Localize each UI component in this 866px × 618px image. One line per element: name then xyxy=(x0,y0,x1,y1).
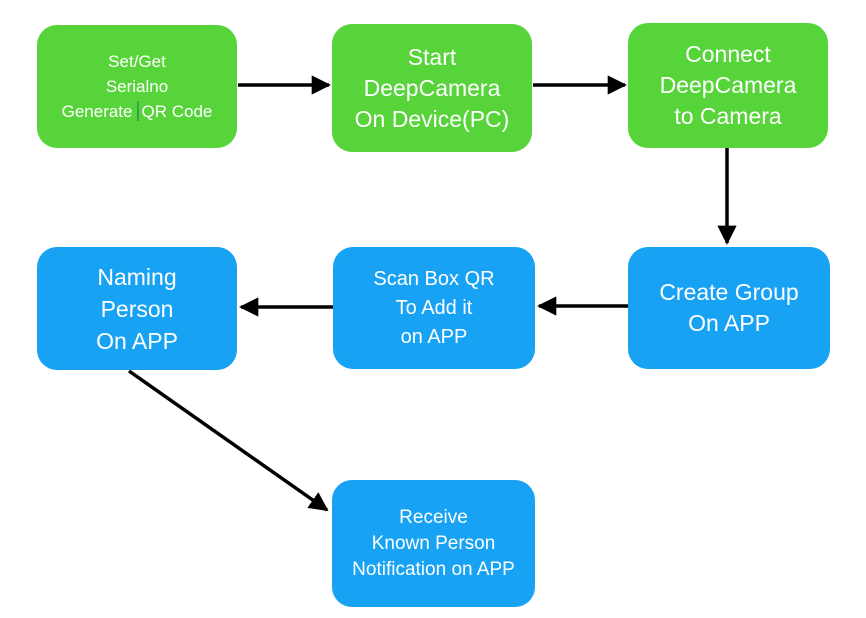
node-text-line: Generate QR Code xyxy=(61,99,213,124)
node-text-line: Person xyxy=(100,295,174,322)
node-text-line: on APP xyxy=(400,325,468,348)
node-scan-box-qr: Scan Box QR To Add it on APP xyxy=(333,247,535,369)
node-text-line: Known Person xyxy=(371,532,496,554)
node-naming-person: Naming Person On APP xyxy=(37,247,237,370)
node-text-line: On APP xyxy=(688,310,770,336)
node-set-get-serialno: Set/Get Serialno Generate QR Code xyxy=(37,25,237,148)
node-text-line: On Device(PC) xyxy=(354,105,510,132)
node-receive-notification: Receive Known Person Notification on APP xyxy=(332,480,535,607)
node-text-line: to Camera xyxy=(674,103,782,129)
node-text-line: Set/Get xyxy=(108,52,166,71)
node-text-line: On APP xyxy=(96,327,178,354)
node-text-segment: QR Code xyxy=(141,102,213,121)
node-text-line: DeepCamera xyxy=(363,74,501,101)
node-text-line: Start xyxy=(407,43,457,70)
node-text-line: To Add it xyxy=(395,296,473,319)
node-text-line: Naming xyxy=(97,263,177,290)
node-connect-deepcamera: Connect DeepCamera to Camera xyxy=(628,23,828,148)
node-text-line: Notification on APP xyxy=(352,558,515,580)
node-text-line: Receive xyxy=(399,506,468,528)
node-text-line: Serialno xyxy=(105,77,169,96)
node-text-line: Create Group xyxy=(659,279,799,305)
arrow-naming-to-receive xyxy=(127,369,329,512)
node-text-line: DeepCamera xyxy=(659,72,797,98)
node-start-deepcamera: Start DeepCamera On Device(PC) xyxy=(332,24,532,152)
node-text-line: Scan Box QR xyxy=(373,267,495,290)
text-cursor xyxy=(136,101,139,121)
node-create-group: Create Group On APP xyxy=(628,247,830,369)
node-text-line: Connect xyxy=(685,41,771,67)
node-text-segment: Generate xyxy=(61,102,133,121)
